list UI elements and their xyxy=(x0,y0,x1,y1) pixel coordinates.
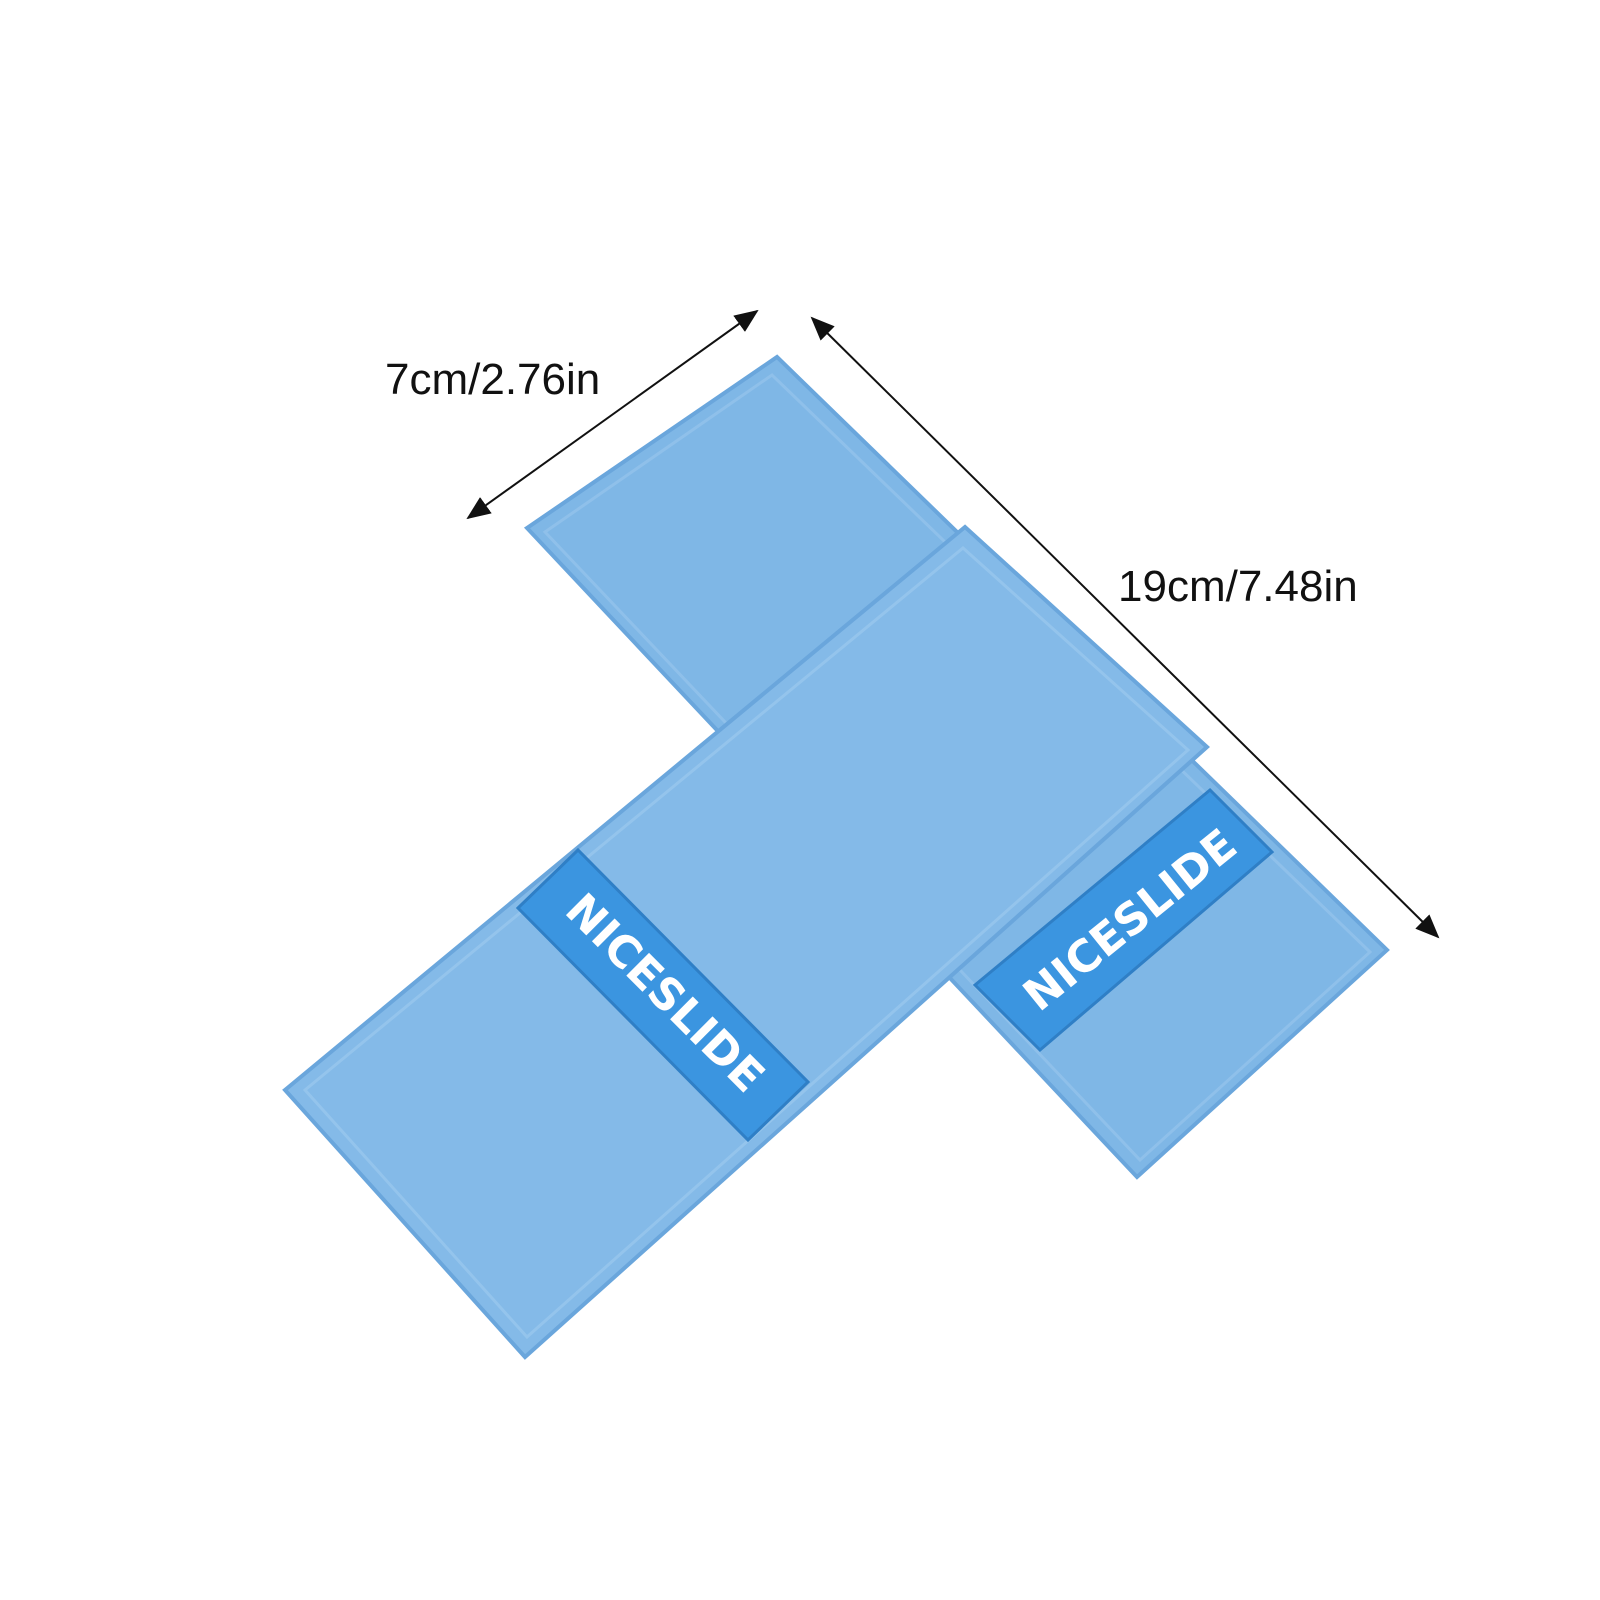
width-dimension-label: 7cm/2.76in xyxy=(385,355,601,404)
front-band-label xyxy=(515,847,811,1143)
length-dimension-arrow xyxy=(810,316,1440,939)
width-dimension-arrow xyxy=(466,309,759,520)
length-dimension-label: 19cm/7.48in xyxy=(1118,562,1358,611)
